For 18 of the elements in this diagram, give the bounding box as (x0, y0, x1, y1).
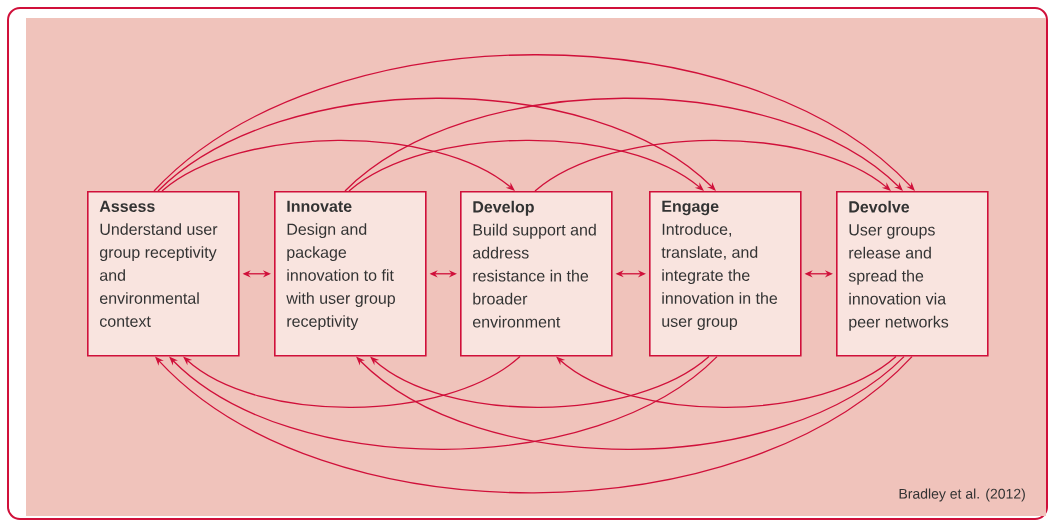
arrow (183, 355, 521, 408)
arrow (155, 355, 913, 494)
arrow (344, 97, 903, 192)
citation-text: Bradley et al. (2012) (899, 488, 1025, 502)
arrow (157, 97, 716, 192)
process-box: Develop Build support and address resistance in the broader environment (460, 191, 613, 357)
arrow (356, 355, 905, 450)
arrow (348, 139, 704, 192)
arrow (153, 54, 915, 192)
arrow (370, 355, 710, 408)
process-box: Devolve User groups release and spread the innovation via peer networks (836, 191, 989, 357)
arrow (556, 355, 897, 408)
process-box: Innovate Design and package innovation to fit with user group receptivity (274, 191, 427, 357)
arrow (169, 355, 718, 450)
process-box: Engage Introduce, translate, and integrate the innovation in the user group (649, 191, 802, 357)
arrow (534, 139, 891, 192)
process-box: Assess Understand user group receptivity and environmental context (87, 191, 240, 357)
arrow (161, 139, 515, 192)
